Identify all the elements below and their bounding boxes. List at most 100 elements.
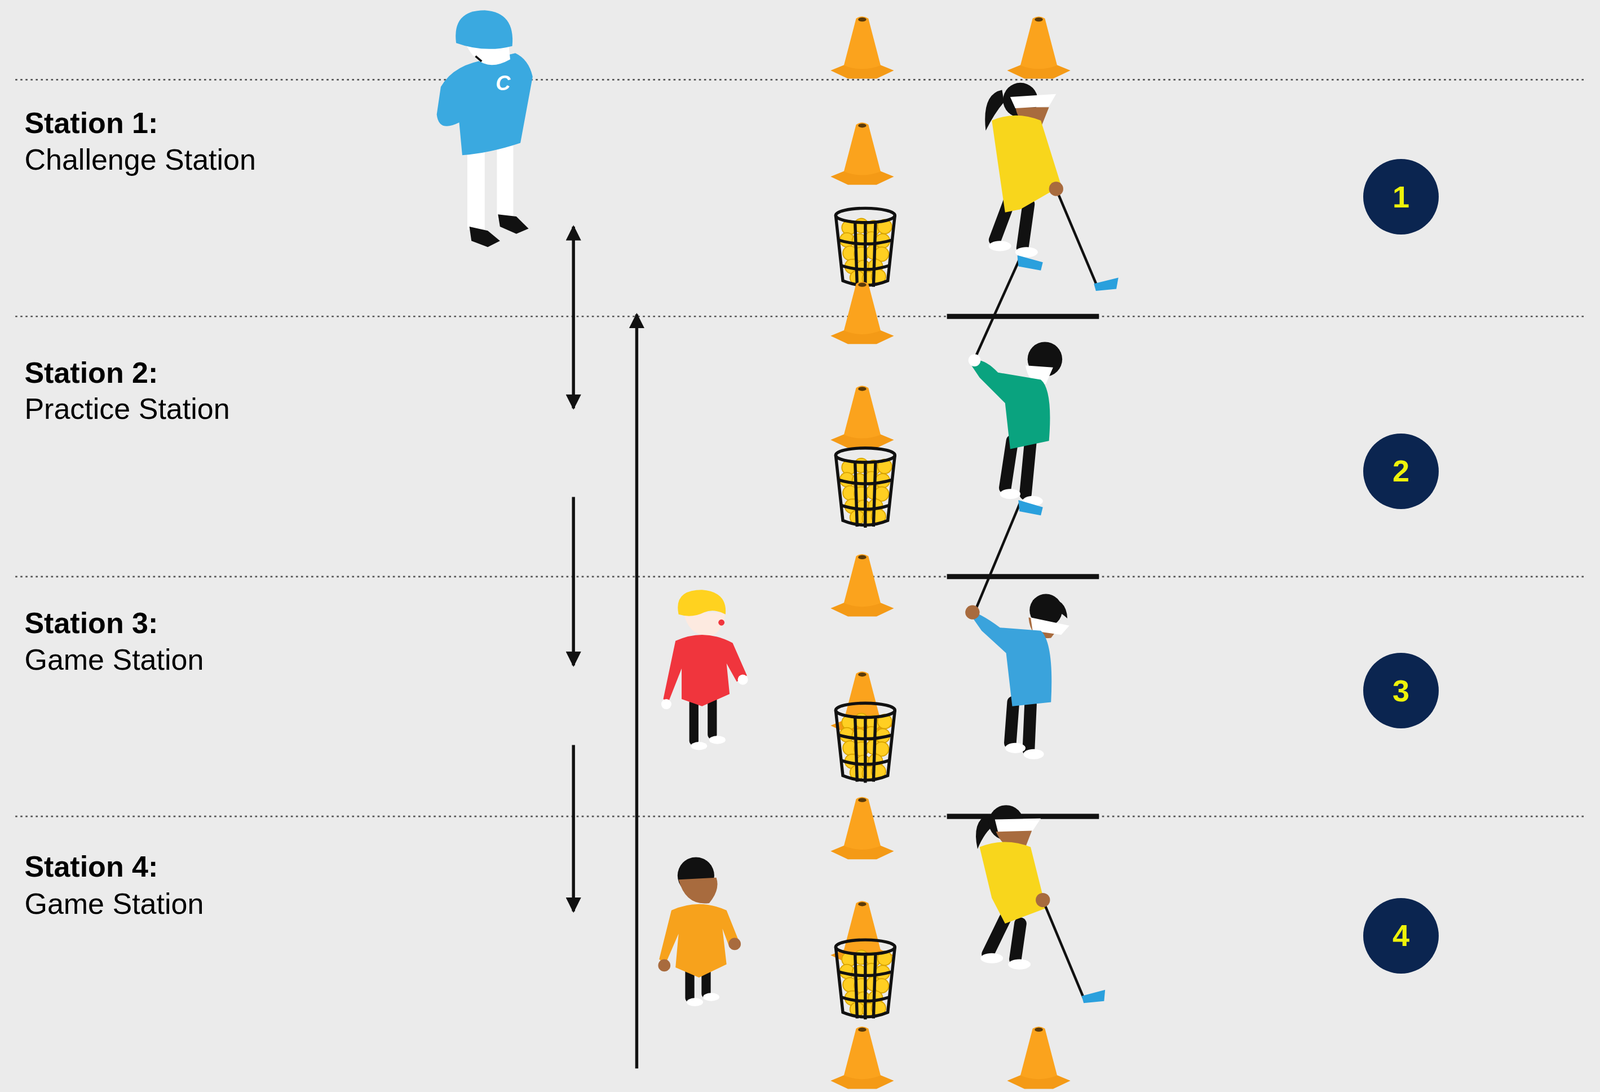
ball-basket: [835, 703, 895, 783]
station-name: Game Station: [24, 887, 204, 922]
golf-club: [974, 502, 1021, 613]
station-divider: [15, 815, 1587, 818]
tee-lines: [947, 316, 1100, 817]
station-divider: [15, 315, 1587, 318]
station-number-circle: 4: [1363, 898, 1439, 974]
circle-fill: [1363, 433, 1439, 510]
station-number: 3: [1392, 674, 1410, 708]
cone: [830, 122, 894, 185]
cone: [830, 1026, 894, 1089]
station-number-circle: 1: [1363, 158, 1439, 235]
coach-figure: [436, 10, 533, 247]
golfer-shoe: [1008, 959, 1031, 970]
child-shirt: [659, 904, 739, 978]
child-shoe: [690, 741, 707, 750]
station-name: Challenge Station: [24, 143, 256, 178]
cone: [1006, 16, 1071, 79]
child-shoe: [709, 735, 726, 744]
golfer-visor: [1010, 94, 1056, 109]
station-number: 4: [1392, 918, 1410, 953]
golfer-hand: [965, 604, 980, 620]
golf-club: [974, 257, 1021, 360]
circle-fill: [1363, 898, 1439, 974]
cone: [830, 797, 894, 860]
coach-leg: [496, 143, 514, 220]
circle-fill: [1363, 158, 1439, 235]
tee-line: [947, 573, 1100, 579]
circle-fill: [1363, 652, 1439, 729]
child-hand: [657, 959, 671, 972]
child-hair: [677, 589, 726, 616]
cones-front: [830, 281, 1071, 1090]
golfer-figure: [968, 255, 1063, 507]
golfer-legs: [987, 918, 1021, 959]
club-head: [1081, 989, 1106, 1004]
station-number: 1: [1392, 180, 1410, 214]
golfer-shirt: [991, 115, 1062, 213]
golf-club: [1055, 188, 1097, 286]
station-heading: Station 2:: [24, 356, 158, 391]
shirt-letter: C: [495, 72, 511, 96]
rotation-arrow: [571, 226, 575, 409]
coach-leg: [467, 148, 485, 231]
station-number-circle: 3: [1363, 652, 1439, 729]
golfer-shoe: [1023, 749, 1044, 760]
child-shoe: [686, 997, 704, 1006]
child-face: [678, 877, 718, 904]
golfer-shirt: [979, 841, 1047, 924]
station-divider: [15, 78, 1587, 81]
golfer-legs: [1010, 701, 1031, 750]
station-divider: [15, 79, 1587, 817]
golfer-legs: [1005, 440, 1031, 494]
station-heading: Station 1:: [24, 106, 158, 141]
tee-line: [947, 314, 1100, 320]
golfer-shoe: [1005, 743, 1026, 754]
child-legs: [694, 700, 713, 741]
club-head: [1018, 500, 1043, 516]
waiting-child: [657, 857, 741, 1007]
golfer-shirt: [967, 610, 1052, 707]
station-number: 2: [1392, 454, 1410, 488]
rotation-arrow: [571, 744, 575, 912]
club-head: [1017, 255, 1043, 271]
ball-basket: [835, 208, 895, 288]
golf-club: [1042, 900, 1084, 999]
golfer-visor: [995, 818, 1041, 833]
child-hand: [661, 699, 672, 710]
cone: [830, 385, 894, 448]
station-heading: Station 3:: [24, 606, 158, 641]
cone: [830, 16, 894, 79]
golfer-hand: [1049, 181, 1064, 196]
cone: [830, 281, 894, 344]
waiting-child: [661, 589, 749, 750]
cone: [830, 554, 894, 617]
golfer-hand: [1035, 893, 1050, 908]
coach-eye: [475, 56, 482, 62]
golfer-figure: [975, 805, 1106, 1003]
rotation-arrow: [635, 314, 639, 1069]
golfer-figure: [984, 82, 1119, 291]
ball-basket: [835, 939, 895, 1020]
station-divider: [15, 575, 1587, 578]
golfer-shoe: [1000, 488, 1021, 499]
station-number-circle: 2: [1363, 433, 1439, 510]
child-hand: [737, 674, 749, 685]
tee-line: [947, 814, 1100, 820]
station-name: Game Station: [24, 643, 204, 678]
golfer-shoe: [980, 953, 1003, 964]
coach-cap: [455, 10, 513, 50]
golfer-shirt: [969, 360, 1050, 450]
cones-back: [830, 16, 1071, 964]
cone: [1006, 1026, 1071, 1089]
rotation-arrows: [573, 226, 637, 1069]
golfer-figure: [965, 500, 1070, 760]
child-cheek: [718, 619, 725, 626]
child-hand: [728, 938, 741, 951]
ball-basket: [835, 448, 895, 528]
child-shirt: [663, 634, 747, 707]
station-name: Practice Station: [24, 392, 230, 427]
child-shoe: [703, 992, 720, 1001]
coach-body: [436, 52, 533, 156]
golfer-hand: [968, 354, 981, 367]
